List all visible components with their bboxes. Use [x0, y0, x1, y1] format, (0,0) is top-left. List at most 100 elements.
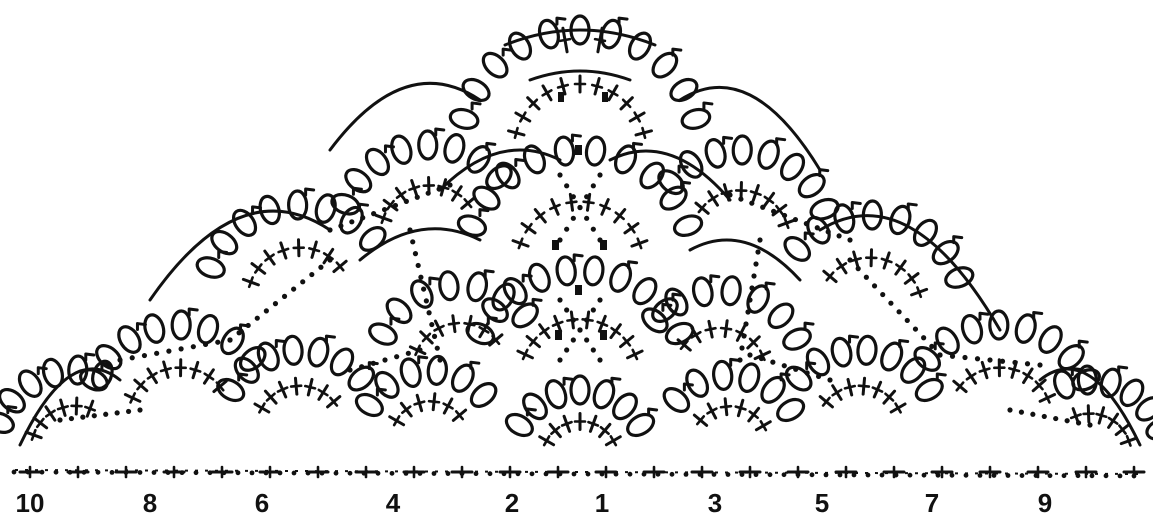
chain-dot	[166, 349, 171, 354]
stitch-bar	[706, 328, 716, 330]
chain-loop	[448, 107, 480, 132]
picot-mark	[436, 129, 444, 135]
picot-mark	[908, 204, 916, 210]
chain-dot	[338, 223, 343, 228]
stitch-bar	[980, 369, 990, 372]
chain-dot	[1090, 473, 1095, 478]
stitch-bar	[305, 386, 315, 388]
stitch-bar	[592, 85, 602, 88]
chain-dot	[1104, 473, 1109, 478]
chain-dot	[318, 265, 323, 270]
stitch-bar	[560, 39, 570, 41]
chain-loop	[660, 384, 693, 416]
stitch-bar	[638, 239, 641, 248]
chain-dot	[880, 292, 885, 297]
chain-dot	[824, 472, 829, 477]
stitch-block	[602, 92, 608, 102]
chain-dot	[406, 351, 411, 356]
chain-dot	[782, 472, 787, 477]
chain-dot	[371, 211, 376, 216]
chain-dot	[82, 470, 87, 475]
chain-loop	[526, 261, 553, 294]
chain-dot	[320, 471, 325, 476]
chain-dot	[255, 316, 260, 321]
stitch-bar	[642, 128, 645, 138]
picot-mark	[480, 210, 488, 216]
chain-dot	[922, 473, 927, 478]
chain-dot	[978, 473, 983, 478]
chain-dot	[426, 310, 431, 315]
chain-dot	[1062, 473, 1067, 478]
chain-dot	[597, 172, 602, 177]
chain-dot	[215, 340, 220, 345]
stitch-bar	[279, 249, 288, 252]
picot-mark	[430, 278, 438, 284]
chain-dot	[292, 471, 297, 476]
chain-loop	[388, 134, 414, 166]
chain-dot	[309, 272, 314, 277]
chain-dot	[418, 275, 423, 280]
chain-dot	[446, 471, 451, 476]
chain-dot	[656, 472, 661, 477]
chain-dot	[866, 473, 871, 478]
chain-dot	[222, 470, 227, 475]
chain-loop	[649, 49, 682, 82]
stitch-bar	[32, 430, 35, 439]
chain-dot	[1042, 414, 1047, 419]
stitch-bar	[584, 202, 594, 203]
chain-dot	[584, 337, 589, 342]
chain-dot	[57, 417, 62, 422]
chain-loop	[194, 254, 226, 280]
picot-mark	[711, 276, 719, 282]
chain-dot	[421, 286, 426, 291]
chain-dot	[1000, 359, 1005, 364]
chain-dot	[743, 321, 748, 326]
chain-dot	[782, 213, 787, 218]
chain-dot	[836, 233, 841, 238]
stitch-bar	[721, 328, 731, 329]
chain-dot	[92, 413, 97, 418]
chain-loop	[217, 324, 247, 357]
chain-dot	[557, 357, 562, 362]
chain-dot-lines	[57, 172, 1092, 427]
chain-dot	[557, 297, 562, 302]
chain-dot	[227, 337, 232, 342]
chain-loop	[795, 170, 828, 201]
row-label-3: 3	[708, 488, 722, 519]
chain-dot	[754, 472, 759, 477]
chain-loop	[114, 323, 144, 356]
chain-dot	[921, 335, 926, 340]
stitch-bar	[309, 248, 319, 251]
chain-loop	[442, 132, 467, 164]
picot-mark	[86, 354, 94, 360]
chain-dot	[360, 215, 365, 220]
chain-dot	[564, 347, 569, 352]
chain-dot	[488, 471, 493, 476]
chain-dot	[584, 194, 589, 199]
chain-dot	[432, 334, 437, 339]
chain-dot	[1037, 362, 1042, 367]
chain-dot	[805, 370, 810, 375]
chain-dot	[404, 199, 409, 204]
stitch-bar	[917, 287, 920, 296]
row-label-9: 9	[1038, 488, 1052, 519]
chain-dot	[264, 471, 269, 476]
chain-dot	[816, 374, 821, 379]
chain-dot	[586, 472, 591, 477]
chain-loop	[489, 280, 519, 313]
chain-dot	[557, 172, 562, 177]
stitch-bar	[598, 322, 607, 326]
chain-dot	[908, 473, 913, 478]
stitch-bar	[873, 388, 882, 392]
stitch-bar	[721, 406, 731, 407]
chain-loop	[342, 165, 375, 196]
chain-dot	[1020, 473, 1025, 478]
chain-loop	[521, 143, 549, 176]
chain-dot	[179, 346, 184, 351]
stitch-bar	[161, 368, 171, 371]
stitch-bar	[278, 388, 287, 392]
picot-mark	[516, 159, 524, 165]
chain-loop	[509, 299, 542, 331]
chain-dot	[896, 309, 901, 314]
